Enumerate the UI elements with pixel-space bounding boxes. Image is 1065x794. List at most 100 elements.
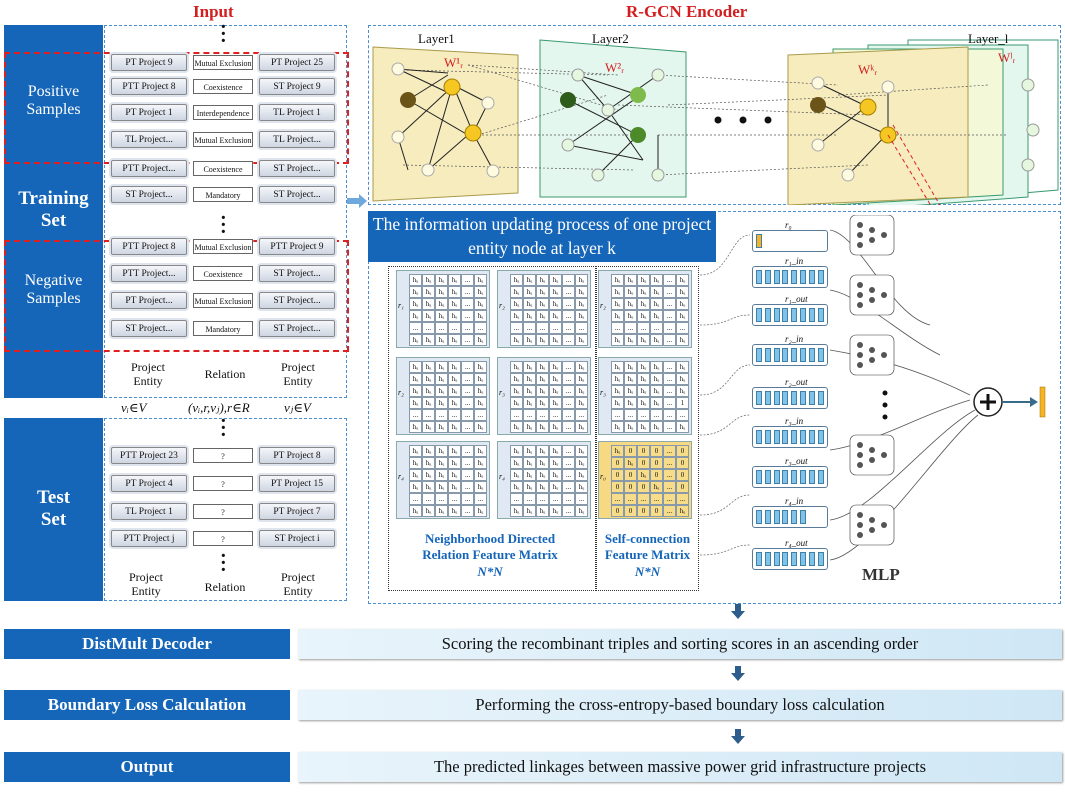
head-entity: PT Project... <box>111 292 187 309</box>
selfconn-label: Self-connection Feature Matrix <box>604 531 691 562</box>
matrix-cell: ... <box>409 493 422 505</box>
vector-bar <box>756 510 762 524</box>
matrix-cell: hᵤ <box>510 457 523 469</box>
matrix-cell: ... <box>562 481 575 493</box>
relation-box: Mutual Exclusion <box>193 293 253 308</box>
matrix-cell: hᵤ <box>435 274 448 286</box>
matrix-cell: hᵤ <box>676 505 689 517</box>
matrix-cell: ... <box>461 385 474 397</box>
neighborhood-label: Neighborhood Directed Relation Feature M… <box>422 531 558 562</box>
matrix-cell: hᵤ <box>650 286 663 298</box>
matrix-relation-label: r₄ <box>398 472 404 481</box>
matrix-cell: hᵤ <box>536 481 549 493</box>
embedding-vector <box>752 344 828 366</box>
matrix-cell: ... <box>461 469 474 481</box>
pipeline-stage-label: Output <box>4 752 290 782</box>
vector-bar <box>800 510 806 524</box>
vector-bar <box>773 308 780 322</box>
matrix-cell: ... <box>676 322 689 334</box>
matrix-cell: hᵤ <box>637 469 650 481</box>
matrix-cell: hᵤ <box>611 397 624 409</box>
matrix-cell: hᵤ <box>549 421 562 433</box>
vector-bar <box>808 348 815 362</box>
vector-bar <box>756 470 762 484</box>
matrix-cell: hᵤ <box>422 505 435 517</box>
matrix-cell: ... <box>637 409 650 421</box>
vector-bar <box>791 470 798 484</box>
vector-bar <box>764 510 771 524</box>
vector-bar <box>800 552 806 566</box>
matrix-cell: hᵤ <box>624 457 637 469</box>
vector-bar <box>817 270 824 284</box>
matrix-cell: ... <box>523 493 536 505</box>
relation-box: Mutual Exclusion <box>193 55 253 70</box>
matrix-cell: hᵤ <box>575 310 588 322</box>
matrix-relation-label: r₂ <box>499 301 505 310</box>
pipeline-stage-label: Boundary Loss Calculation <box>4 690 290 720</box>
matrix-relation-label: r₃ <box>600 388 606 397</box>
matrix-cell: hᵤ <box>536 286 549 298</box>
matrix-cell: ... <box>448 409 461 421</box>
matrix-cell: hᵤ <box>422 445 435 457</box>
selfconn-nn: N*N <box>634 564 661 579</box>
matrix-cell: hᵤ <box>575 505 588 517</box>
matrix-cell: hᵤ <box>523 274 536 286</box>
matrix-cell: hᵤ <box>474 334 487 346</box>
vector-bar <box>756 430 762 444</box>
matrix-cell: hᵤ <box>422 274 435 286</box>
wk-label: Wᵏᵣ <box>858 62 878 77</box>
test-head-entity: TL Project 1 <box>111 503 187 520</box>
caption-entity-left: Project Entity <box>131 360 165 388</box>
matrix-cell: ... <box>523 409 536 421</box>
matrix-cell: ... <box>422 493 435 505</box>
matrix-cell: hᵤ <box>549 361 562 373</box>
matrix-cell: hᵤ <box>575 445 588 457</box>
matrix-cell: hᵤ <box>523 469 536 481</box>
matrix-cell: hᵤ <box>536 373 549 385</box>
matrix-cell: 0 <box>624 505 637 517</box>
embedding-vector <box>752 466 828 488</box>
matrix-cell: ... <box>461 361 474 373</box>
vector-bar <box>808 470 815 484</box>
matrix-cell: 0 <box>624 469 637 481</box>
matrix-cell: hᵤ <box>637 298 650 310</box>
matrix-cell: hᵤ <box>523 310 536 322</box>
matrix-cell: hᵤ <box>676 334 689 346</box>
matrix-cell: ... <box>663 334 676 346</box>
matrix-cell: hᵤ <box>435 286 448 298</box>
vector-bar <box>773 552 780 566</box>
layer2-label: Layer2 <box>592 31 629 46</box>
vector-bar <box>773 430 780 444</box>
test-caption-entity-right: Project Entity <box>281 570 315 598</box>
caption-relation: Relation <box>204 367 246 381</box>
wl-label: Wˡᵣ <box>998 50 1016 65</box>
matrix-cell: hᵤ <box>409 457 422 469</box>
head-entity: ST Project... <box>111 186 187 203</box>
matrix-cell: hᵤ <box>611 310 624 322</box>
matrix-cell: ... <box>562 421 575 433</box>
vector-bar <box>817 348 824 362</box>
matrix-cell: 0 <box>676 457 689 469</box>
matrix-cell: hᵤ <box>637 385 650 397</box>
vector-bar <box>791 430 798 444</box>
tail-entity: TL Project... <box>259 131 335 148</box>
matrix-cell: hᵤ <box>510 385 523 397</box>
matrix-cell: 0 <box>637 505 650 517</box>
caption-entity-right: Project Entity <box>281 360 315 388</box>
matrix-cell: hᵤ <box>474 469 487 481</box>
embedding-vector <box>752 304 828 326</box>
matrix-cell: hᵤ <box>422 457 435 469</box>
matrix-cell: hᵤ <box>474 361 487 373</box>
matrix-cell: hᵤ <box>549 286 562 298</box>
test-relation-box: ? <box>193 448 253 463</box>
vector-bar <box>808 391 815 405</box>
input-to-encoder-arrow <box>347 194 367 208</box>
matrix-cell: ... <box>562 385 575 397</box>
matrix-cell: hᵤ <box>474 310 487 322</box>
matrix-cell: hᵤ <box>523 421 536 433</box>
matrix-cell: ... <box>562 286 575 298</box>
layerl-label: Layer_l <box>968 31 1009 46</box>
matrix-cell: ... <box>663 469 676 481</box>
vector-bar <box>756 234 762 248</box>
vector-bar <box>791 348 798 362</box>
